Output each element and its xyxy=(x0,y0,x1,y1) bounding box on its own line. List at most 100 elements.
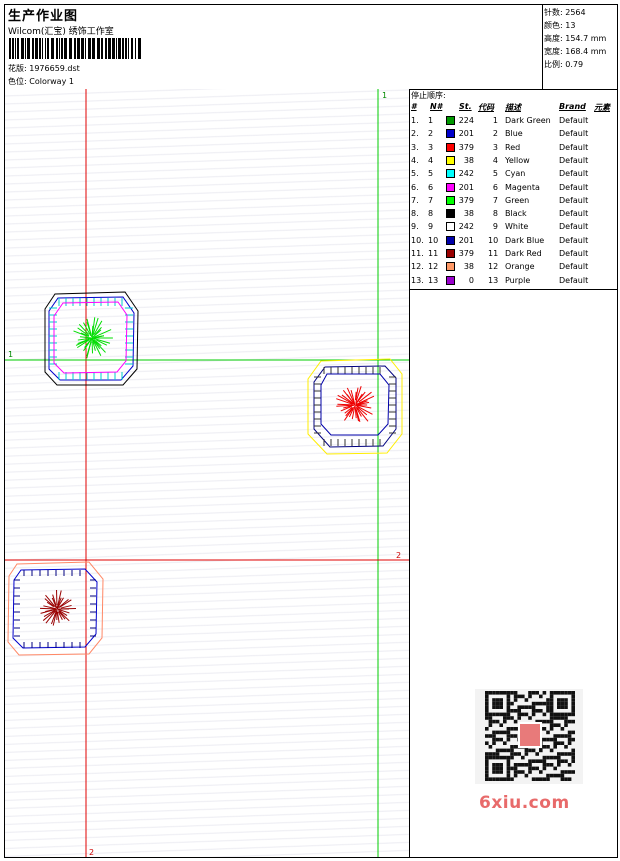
row-index: 11. xyxy=(411,249,424,258)
row-description: Purple xyxy=(505,275,531,285)
row-stitches: 242 xyxy=(458,222,474,232)
row-stitches: 0 xyxy=(468,275,474,285)
stat-width: 宽度: 168.4 mm xyxy=(544,47,607,56)
stat-height: 高度: 154.7 mm xyxy=(544,34,607,43)
row-brand: Default xyxy=(559,275,589,285)
row-brand: Default xyxy=(559,235,589,245)
row-index: 2. xyxy=(411,129,419,139)
design-preview[interactable]: 1 1 2 2 xyxy=(5,89,410,857)
row-stitches: 38 xyxy=(463,262,474,272)
row-brand: Default xyxy=(559,142,589,152)
row-brand: Default xyxy=(559,209,589,219)
row-index: 10. xyxy=(411,235,424,245)
row-description: Orange xyxy=(505,262,535,272)
row-stitches: 379 xyxy=(458,142,474,152)
row-description: White xyxy=(505,222,529,232)
row-code: 10 xyxy=(488,235,499,245)
row-description: Dark Blue xyxy=(505,235,545,245)
row-needle: 3 xyxy=(428,142,434,152)
row-code: 9 xyxy=(492,222,498,232)
color-swatch xyxy=(446,116,455,125)
row-needle: 8 xyxy=(428,209,434,219)
color-swatch xyxy=(446,155,455,165)
color-swatch xyxy=(446,235,455,245)
col-header-stitches: St. xyxy=(459,102,472,111)
row-needle: 5 xyxy=(428,169,434,179)
row-stitches: 224 xyxy=(458,116,474,125)
row-needle: 2 xyxy=(428,129,434,139)
stat-stitches: 针数: 2564 xyxy=(544,8,586,17)
row-index: 4. xyxy=(411,155,419,165)
stats-panel: 针数: 2564 颜色: 13 高度: 154.7 mm 宽度: 168.4 m… xyxy=(542,5,617,89)
row-brand: Default xyxy=(559,262,589,272)
row-index: 6. xyxy=(411,182,419,192)
col-header-element: 元素 xyxy=(594,103,610,112)
row-stitches: 379 xyxy=(458,249,474,258)
red-v-guide-label: 2 xyxy=(89,848,94,857)
qr-code xyxy=(475,689,583,784)
row-stitches: 201 xyxy=(458,182,474,192)
row-needle: 13 xyxy=(428,275,439,285)
color-swatch xyxy=(446,249,455,258)
color-swatch xyxy=(446,262,455,272)
col-header-num: # xyxy=(411,102,417,111)
row-description: Green xyxy=(505,195,530,205)
studio-name: Wilcom(汇宝) 绣饰工作室 xyxy=(8,27,114,37)
row-code: 4 xyxy=(492,155,498,165)
row-needle: 6 xyxy=(428,182,434,192)
row-code: 5 xyxy=(492,169,498,179)
row-code: 13 xyxy=(488,275,499,285)
color-swatch xyxy=(446,275,455,285)
row-code: 2 xyxy=(492,129,498,139)
color-swatch xyxy=(446,209,455,219)
color-swatch xyxy=(446,169,455,179)
color-swatch xyxy=(446,195,455,205)
row-brand: Default xyxy=(559,195,589,205)
motif-c[interactable] xyxy=(7,561,104,656)
row-stitches: 242 xyxy=(458,169,474,179)
col-header-n: N# xyxy=(430,102,443,111)
page-title: 生产作业图 xyxy=(8,9,79,24)
colorway-label: 色位: xyxy=(8,77,27,86)
row-code: 3 xyxy=(492,142,498,152)
motif-a[interactable] xyxy=(44,291,139,386)
table-row[interactable]: 13. 13 0 13 Purple Default xyxy=(410,275,617,288)
row-description: Blue xyxy=(505,129,523,139)
row-brand: Default xyxy=(559,249,589,258)
row-brand: Default xyxy=(559,169,589,179)
row-description: Yellow xyxy=(505,155,530,165)
barcode xyxy=(9,38,141,59)
row-stitches: 201 xyxy=(458,129,474,139)
row-needle: 9 xyxy=(428,222,434,232)
row-index: 13. xyxy=(411,275,424,285)
col-header-code: 代码 xyxy=(478,103,494,112)
stat-scale: 比例: 0.79 xyxy=(544,60,584,69)
row-needle: 4 xyxy=(428,155,434,165)
row-code: 1 xyxy=(492,116,498,125)
design-label: 花版: xyxy=(8,64,27,73)
color-swatch xyxy=(446,222,455,232)
colorway-value: Colorway 1 xyxy=(29,77,74,86)
colorway-info: 色位: Colorway 1 xyxy=(8,76,74,87)
watermark-site: 6xiu.com xyxy=(479,793,570,813)
row-code: 12 xyxy=(488,262,499,272)
production-worksheet: 生产作业图 Wilcom(汇宝) 绣饰工作室 花版: 1976659.dst 色… xyxy=(4,4,618,858)
embroidery-canvas: 1 1 2 2 xyxy=(5,89,409,857)
row-brand: Default xyxy=(559,182,589,192)
green-v-guide-label: 1 xyxy=(382,91,387,100)
row-description: Cyan xyxy=(505,169,526,179)
motif-b[interactable] xyxy=(307,358,403,455)
